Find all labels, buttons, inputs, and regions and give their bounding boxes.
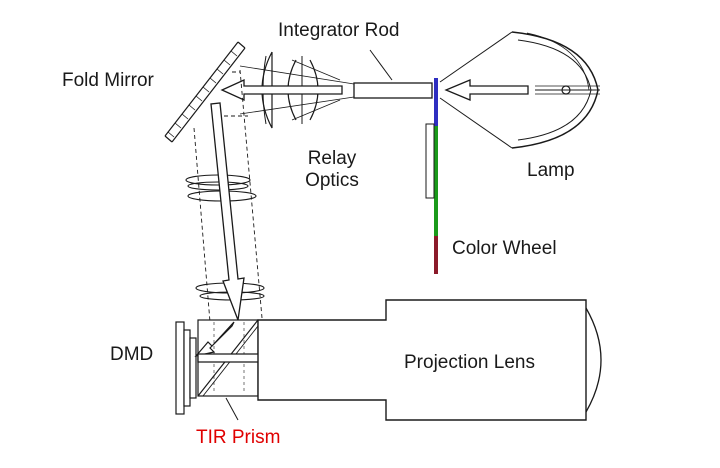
label-lamp: Lamp [527,160,575,181]
relay-beam-vertical [193,69,263,323]
fold-mirror [164,41,246,143]
label-integrator-rod: Integrator Rod [278,20,400,41]
lamp [439,31,600,149]
label-tir-prism: TIR Prism [196,427,281,448]
relay-beam-arrow [220,78,343,102]
tir-prism-leader [225,397,239,421]
label-fold-mirror: Fold Mirror [62,70,154,91]
integrator-rod [353,82,433,99]
color-wheel-hub [425,123,435,199]
label-relay-line1: Relay [307,148,357,169]
label-projection-lens: Projection Lens [404,352,535,373]
projection-lens [257,299,602,421]
integrator-rod-leader [369,49,393,81]
dmd [175,321,197,415]
label-relay-line2: Optics [305,170,359,191]
fold-to-dmd-arrow [210,102,245,323]
label-relay-optics: Relay Optics [292,148,372,192]
lamp-beam-arrow [444,79,529,101]
label-color-wheel: Color Wheel [452,238,557,259]
color-wheel [425,78,438,274]
label-dmd: DMD [110,344,154,365]
